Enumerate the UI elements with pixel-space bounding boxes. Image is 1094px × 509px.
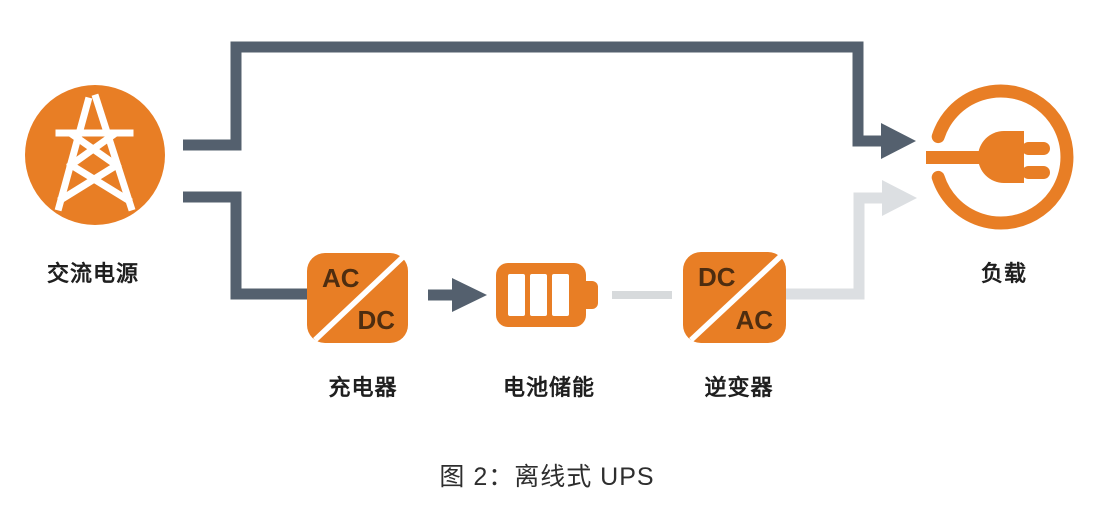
charger-output-text: DC xyxy=(357,305,395,335)
inverter-output-text: AC xyxy=(735,305,773,335)
power-plug-icon xyxy=(924,80,1078,239)
battery-terminal xyxy=(586,281,598,309)
battery-label: 电池储能 xyxy=(502,375,596,400)
standby-arrowhead-icon xyxy=(882,180,917,216)
battery-cell xyxy=(508,274,525,316)
inverter-label: 逆变器 xyxy=(704,375,774,400)
bypass-path xyxy=(183,41,916,159)
battery-cell xyxy=(530,274,547,316)
charger-battery-arrow xyxy=(428,278,487,312)
charger-label: 充电器 xyxy=(328,375,398,400)
bypass-arrowhead-icon xyxy=(881,123,916,159)
load-label: 负载 xyxy=(980,261,1028,286)
diagonal-divider xyxy=(689,252,784,343)
diagonal-divider xyxy=(313,254,406,342)
figure-caption: 图 2：离线式 UPS xyxy=(439,463,655,491)
battery-icon xyxy=(496,263,598,327)
inverter-input-text: DC xyxy=(698,262,736,292)
standby-path xyxy=(786,180,917,300)
charger-input-text: AC xyxy=(322,263,360,293)
inverter-box: DC AC xyxy=(683,252,786,343)
battery-cell xyxy=(552,274,569,316)
transmission-tower-icon xyxy=(25,85,165,230)
source-charger-branch xyxy=(183,191,307,300)
charger-box: AC DC xyxy=(307,253,408,343)
charge-arrowhead-icon xyxy=(452,278,487,312)
ac-source-label: 交流电源 xyxy=(46,261,140,286)
